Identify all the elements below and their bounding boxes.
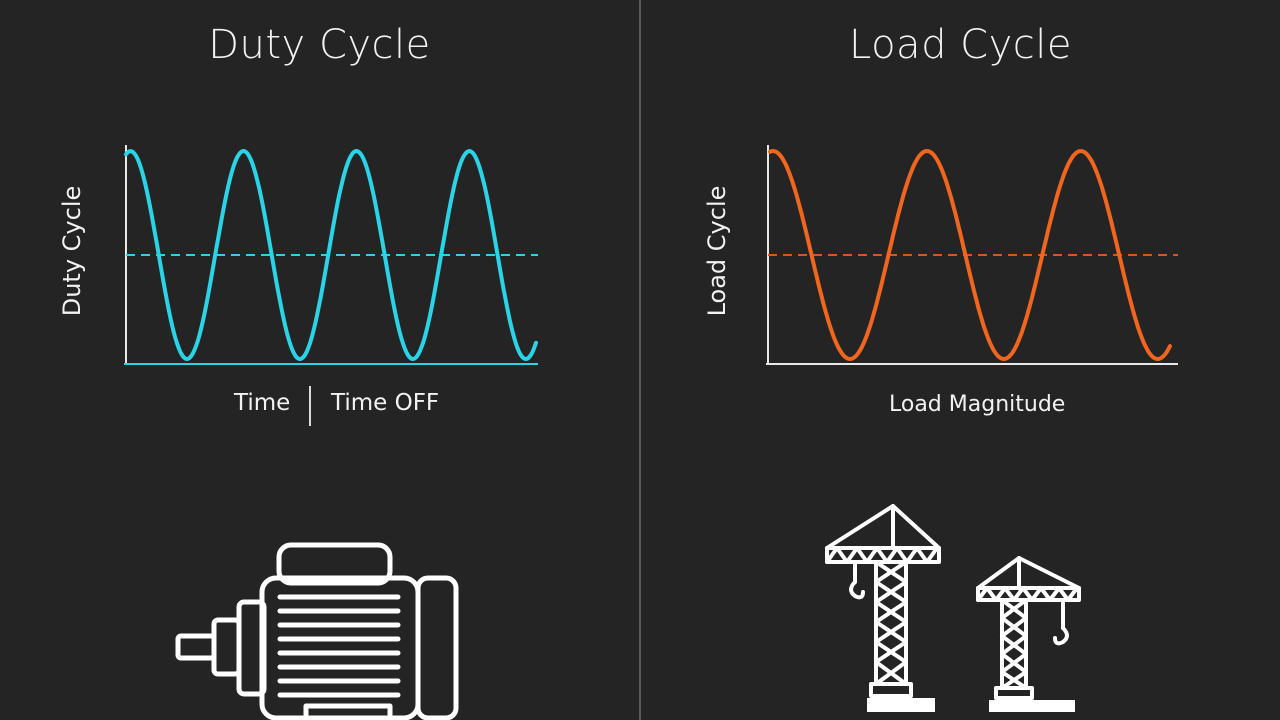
duty-caption-time-off: Time OFF — [331, 390, 440, 416]
tower-crane-icon — [825, 504, 1081, 712]
panel-divider — [639, 0, 641, 720]
duty-caption-time: Time — [234, 390, 291, 416]
crane-small — [976, 556, 1081, 700]
duty-cycle-title: Duty Cycle — [208, 22, 431, 68]
load-cycle-title: Load Cycle — [849, 22, 1072, 68]
load-cycle-panel: Load Cycle Load Cycle Load Magnitude — [641, 0, 1280, 720]
caption-separator — [309, 386, 311, 426]
load-cycle-graph — [766, 145, 1178, 365]
crane-small-base — [989, 700, 1075, 712]
load-caption-magnitude: Load Magnitude — [889, 392, 1066, 417]
crane-large-base — [867, 698, 935, 712]
electric-motor-icon — [175, 542, 459, 720]
load-wave — [768, 148, 1172, 362]
crane-large — [825, 504, 941, 698]
duty-cycle-graph — [124, 145, 538, 365]
duty-cycle-panel: Duty Cycle Duty Cycle Time Time OFF — [0, 0, 639, 720]
duty-wave — [124, 148, 538, 362]
